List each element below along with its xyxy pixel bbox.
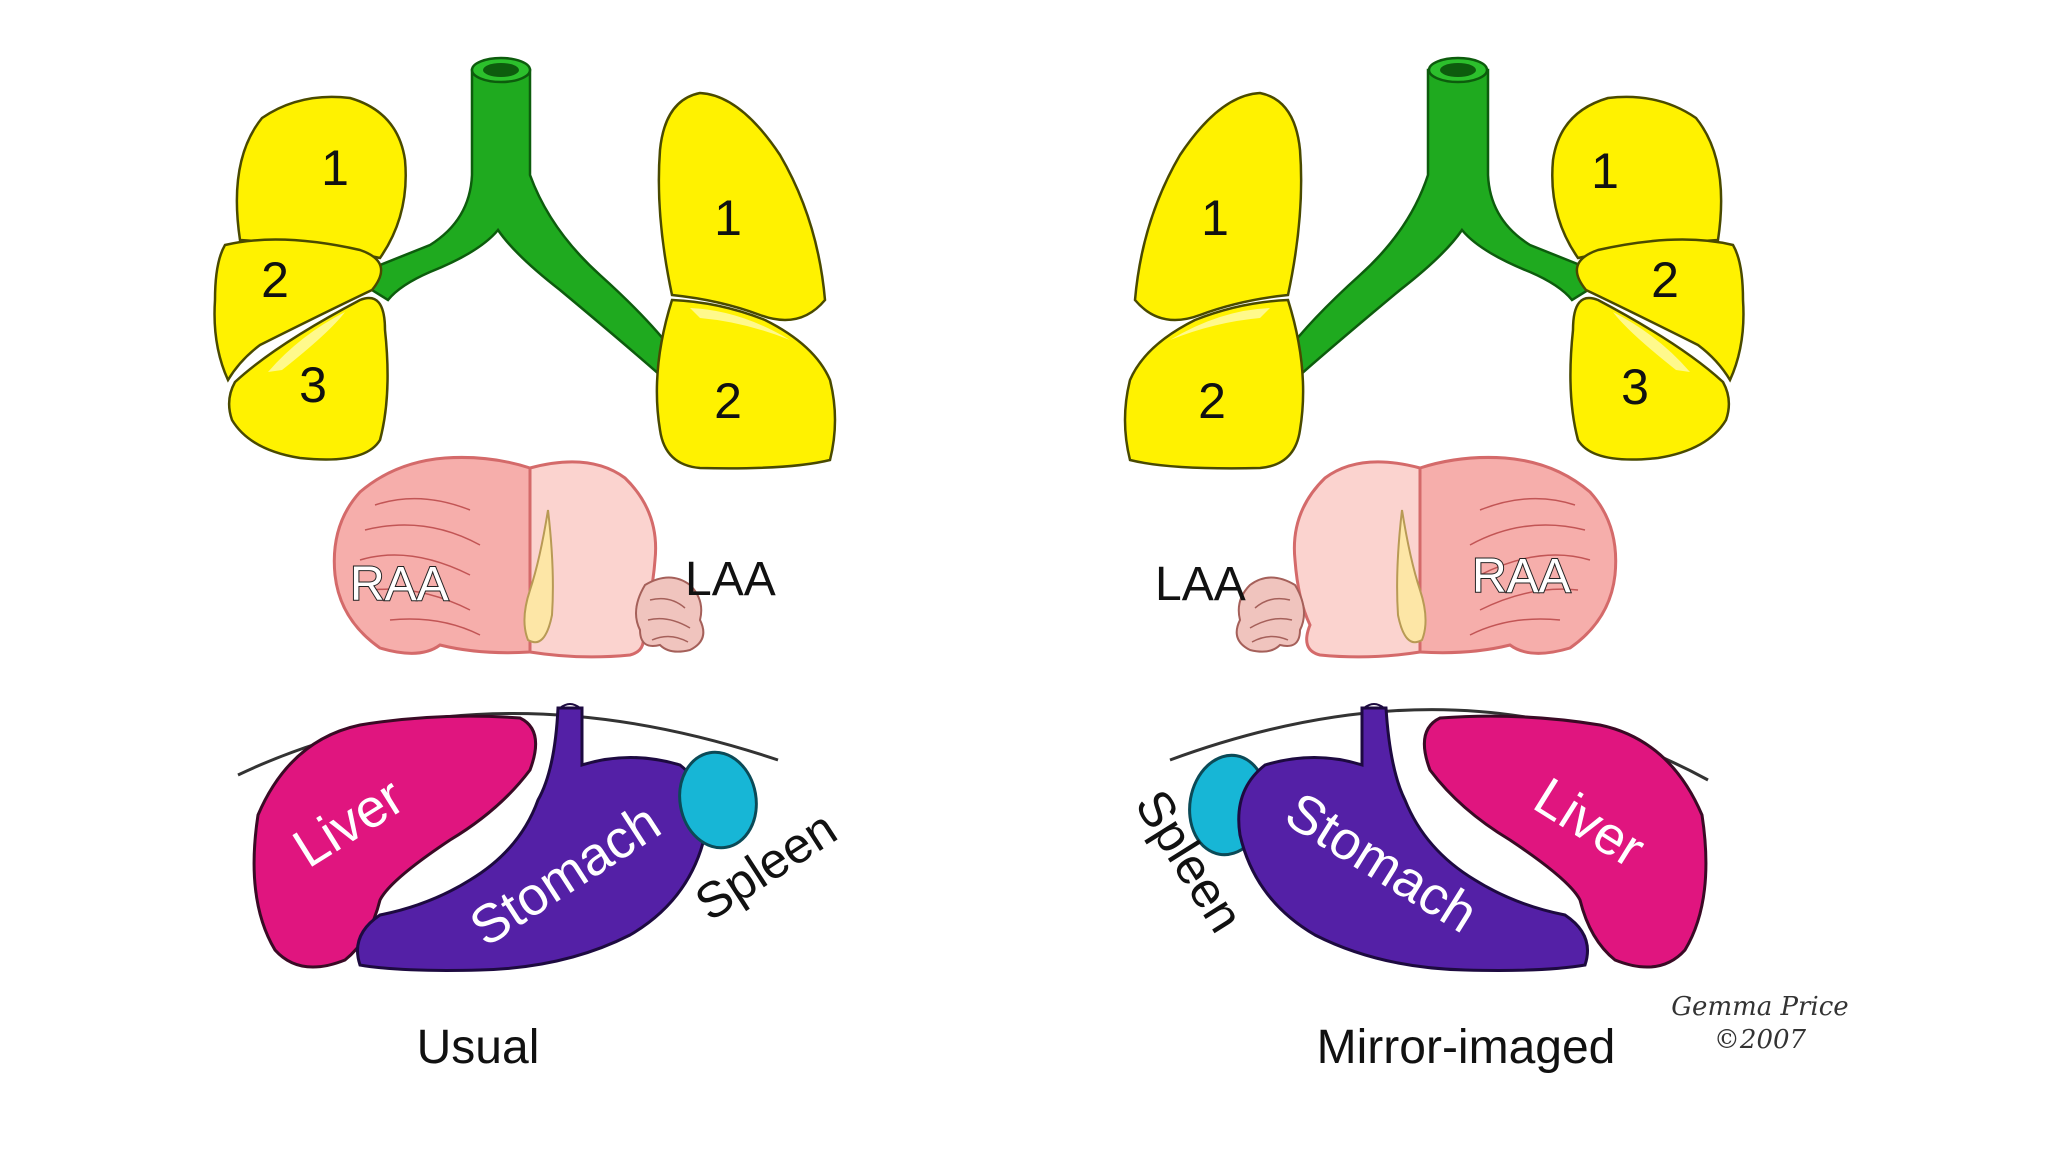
usual-atria: RAA LAA — [332, 455, 776, 659]
mirror-panel: 1 2 1 2 3 LAA RAA — [1123, 56, 1745, 1074]
signature-name: Gemma Price — [1671, 992, 1848, 1022]
usual-right-lobe-1: 1 — [321, 140, 349, 196]
mirror-right-atrium — [1418, 455, 1618, 655]
mirror-stomach — [1237, 706, 1589, 972]
usual-diaphragm-line — [237, 711, 779, 777]
artist-signature: Gemma Price ©2007 — [1671, 992, 1848, 1055]
mirror-left-lower-lobe — [1123, 298, 1305, 470]
mirror-left-appendage — [1235, 576, 1305, 653]
usual-left-lung: 1 2 — [655, 91, 837, 470]
mirror-caption: Mirror-imaged — [1317, 1021, 1616, 1074]
mirror-right-lower-lobe — [1569, 296, 1731, 461]
mirror-laa-label: LAA — [1155, 558, 1246, 611]
usual-right-middle-lobe — [213, 238, 383, 383]
mirror-liver — [1422, 714, 1708, 969]
usual-right-lobe-3: 3 — [299, 357, 327, 413]
usual-airway — [368, 56, 678, 377]
mirror-airway — [1282, 56, 1592, 377]
usual-left-appendage — [635, 576, 705, 653]
usual-right-atrium — [332, 455, 532, 655]
usual-laa-label: LAA — [685, 553, 776, 606]
mirror-abdomen: Spleen Stomach Liver — [1124, 703, 1709, 972]
mirror-right-upper-lobe — [1551, 95, 1723, 260]
usual-abdomen: Liver Stomach Spleen — [237, 703, 846, 972]
usual-spleen — [678, 750, 758, 850]
mirror-right-middle-lobe — [1575, 238, 1745, 383]
mirror-atria: LAA RAA — [1155, 455, 1618, 659]
usual-right-lobe-2: 2 — [261, 252, 289, 308]
usual-raa-label: RAA — [350, 558, 449, 611]
signature-copyright: ©2007 — [1714, 1025, 1807, 1055]
usual-left-lower-lobe — [655, 298, 837, 470]
usual-left-lobe-2: 2 — [714, 373, 742, 429]
mirror-septum — [1396, 509, 1427, 644]
mirror-left-lobe-1: 1 — [1201, 190, 1229, 246]
usual-right-lung: 1 2 3 — [213, 95, 407, 461]
usual-septum — [523, 509, 554, 644]
mirror-left-upper-lobe — [1133, 91, 1303, 322]
mirror-left-lung: 1 2 — [1123, 91, 1305, 470]
mirror-right-lobe-2: 2 — [1651, 252, 1679, 308]
usual-caption: Usual — [417, 1021, 540, 1074]
usual-panel: 1 2 3 1 2 RAA LAA — [213, 56, 846, 1074]
mirror-raa-label: RAA — [1472, 550, 1571, 603]
mirror-right-lung: 1 2 3 — [1551, 95, 1745, 461]
usual-left-upper-lobe — [657, 91, 827, 322]
usual-left-lobe-1: 1 — [714, 190, 742, 246]
usual-liver — [252, 714, 538, 969]
mirror-right-lobe-3: 3 — [1621, 359, 1649, 415]
mirror-right-lobe-1: 1 — [1591, 143, 1619, 199]
mirror-left-lobe-2: 2 — [1198, 373, 1226, 429]
usual-right-lower-lobe — [227, 296, 389, 461]
